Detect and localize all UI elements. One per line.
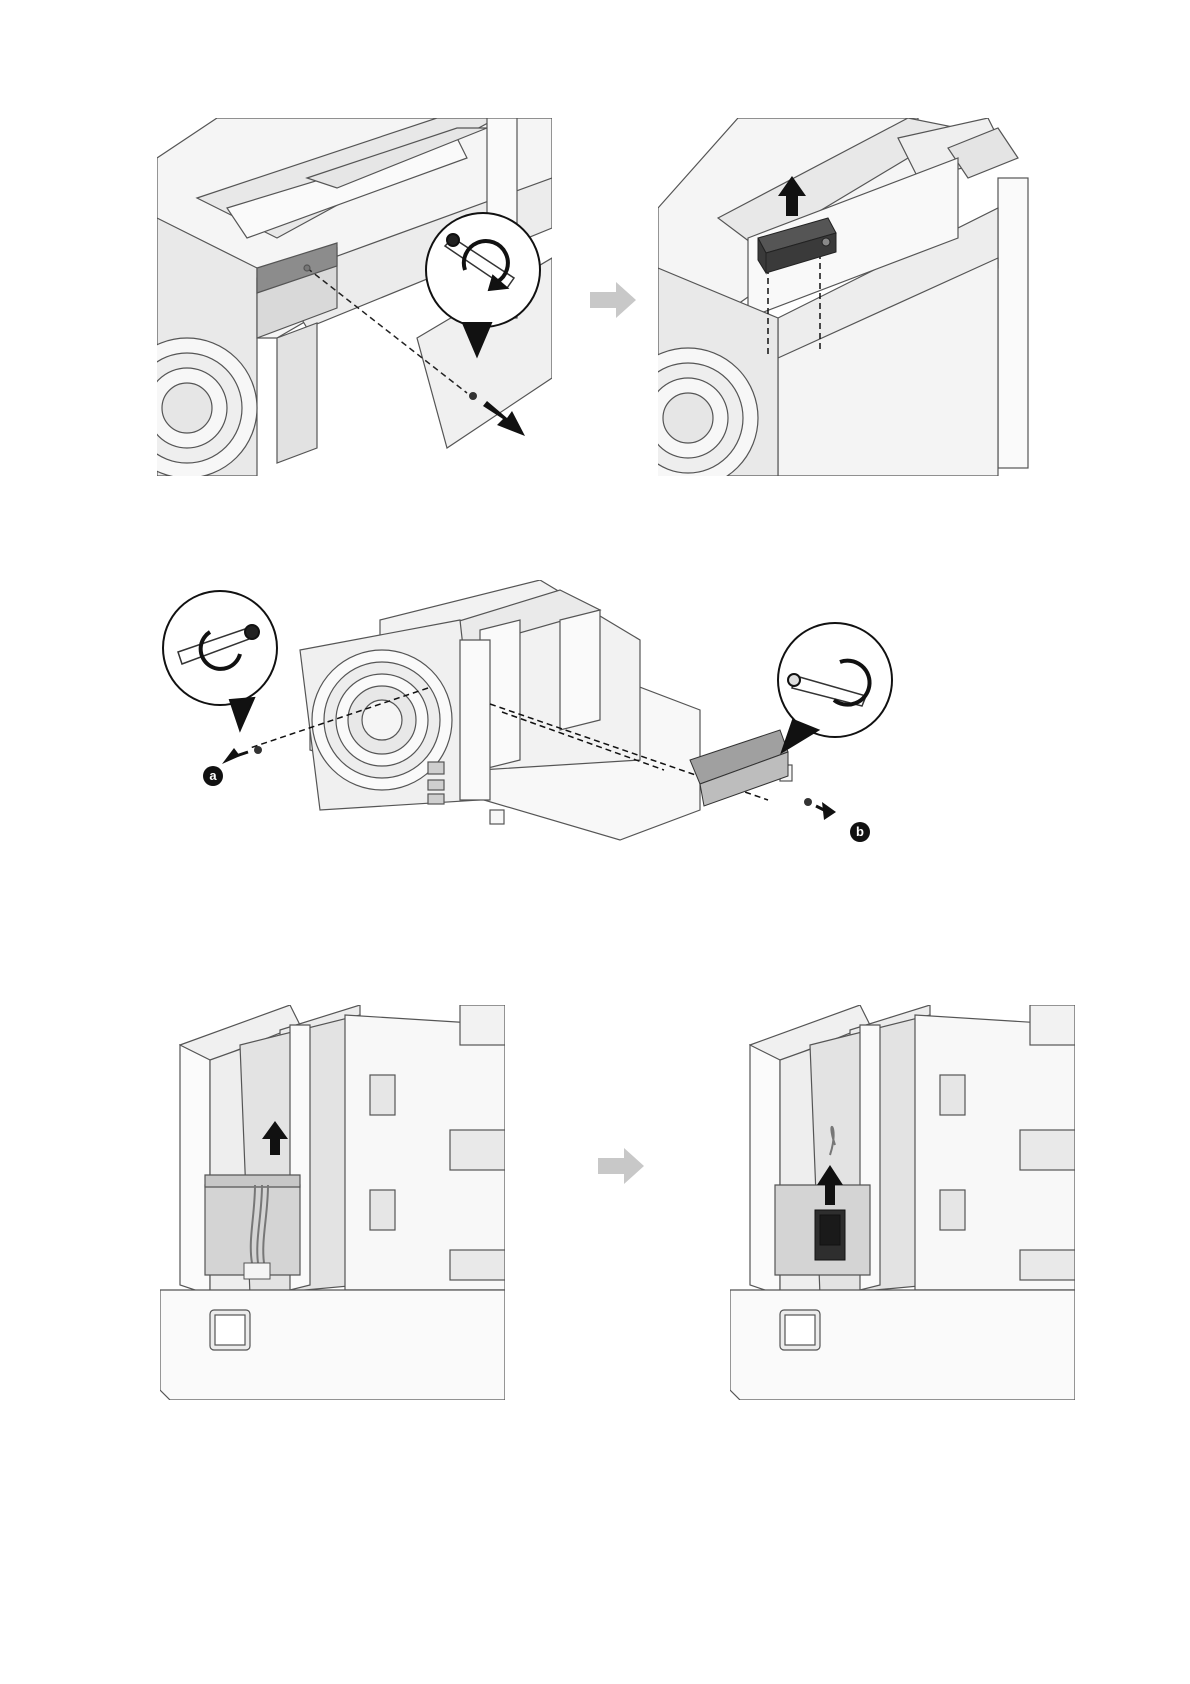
callout-a-label: a [206,766,220,786]
step1-right-illustration [658,118,1058,476]
arrow-right-icon [816,802,836,820]
step3-left-illustration [160,1005,505,1400]
screwdriver-magnifier-left [163,591,277,730]
arrow-right-icon [590,282,638,318]
step1-left-illustration [157,118,552,476]
screw-icon [254,746,262,754]
fan-connector [815,1210,845,1260]
screw-icon [804,798,812,806]
step2-illustration: a b [160,580,920,860]
step3-right-illustration [730,1005,1075,1400]
side-bracket [690,730,788,806]
screw-icon [469,392,477,400]
callout-b-label: b [853,822,867,842]
arrow-left-icon [222,748,248,764]
arrow-right-icon [598,1148,646,1184]
screwdriver-magnifier-right [778,623,892,752]
